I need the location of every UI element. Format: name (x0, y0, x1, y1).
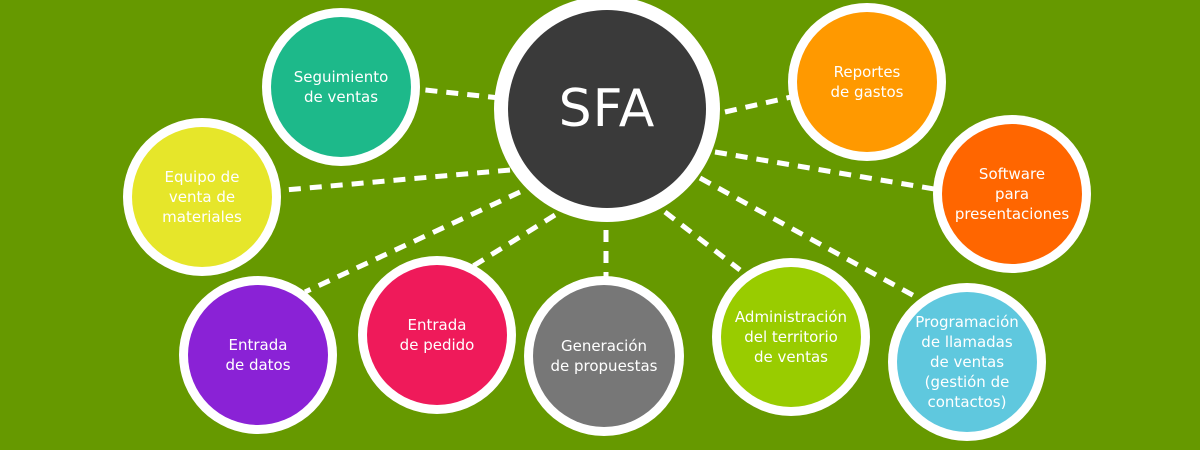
node-entrada-datos: Entrada de datos (179, 276, 337, 434)
node-administracion-label: Administración del territorio de ventas (734, 308, 848, 366)
node-seguimiento: Seguimiento de ventas (262, 8, 420, 166)
node-software: Software para presentaciones (933, 115, 1091, 273)
connector-reportes (724, 92, 801, 115)
node-software-label: Software para presentaciones (954, 165, 1070, 223)
node-equipo: Equipo de venta de materiales (123, 118, 281, 276)
sfa-center-node: SFA (494, 0, 720, 222)
node-equipo-label: Equipo de venta de materiales (162, 168, 242, 226)
node-programacion-label: Programación de llamadas de ventas (gest… (915, 313, 1019, 411)
node-entrada-datos-circle: Entrada de datos (188, 285, 328, 425)
node-programacion-circle: Programación de llamadas de ventas (gest… (897, 292, 1037, 432)
node-seguimiento-label: Seguimiento de ventas (293, 68, 389, 106)
node-reportes-circle: Reportes de gastos (797, 12, 937, 152)
node-reportes-label: Reportes de gastos (830, 63, 904, 101)
node-generacion: Generación de propuestas (524, 276, 684, 436)
node-software-circle: Software para presentaciones (942, 124, 1082, 264)
node-reportes: Reportes de gastos (788, 3, 946, 161)
node-entrada-datos-label: Entrada de datos (225, 336, 291, 374)
node-entrada-pedido: Entrada de pedido (358, 256, 516, 414)
connector-administracion (663, 210, 742, 272)
connector-entrada-pedido (468, 212, 557, 271)
connector-equipo (284, 167, 511, 193)
sfa-center-circle: SFA (508, 10, 706, 208)
node-programacion: Programación de llamadas de ventas (gest… (888, 283, 1046, 441)
connector-entrada-datos (303, 189, 522, 295)
connector-seguimiento (424, 87, 501, 101)
connector-software (714, 149, 941, 193)
node-generacion-label: Generación de propuestas (550, 337, 658, 375)
node-administracion: Administración del territorio de ventas (712, 258, 870, 416)
node-entrada-pedido-circle: Entrada de pedido (367, 265, 507, 405)
node-generacion-circle: Generación de propuestas (533, 285, 675, 427)
node-administracion-circle: Administración del territorio de ventas (721, 267, 861, 407)
node-entrada-pedido-label: Entrada de pedido (399, 316, 475, 354)
sfa-center-label: SFA (558, 79, 656, 139)
node-equipo-circle: Equipo de venta de materiales (132, 127, 272, 267)
node-seguimiento-circle: Seguimiento de ventas (271, 17, 411, 157)
